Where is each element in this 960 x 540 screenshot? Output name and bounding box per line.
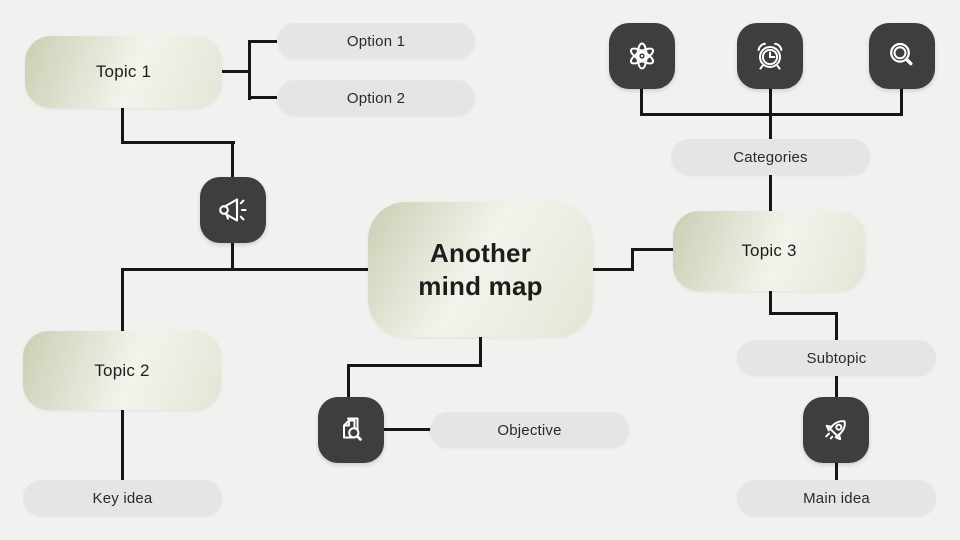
subtopic-label: Subtopic bbox=[806, 349, 867, 367]
connector-line bbox=[383, 428, 431, 431]
connector-line bbox=[347, 364, 482, 367]
megaphone-icon bbox=[219, 198, 247, 222]
objective-label: Objective bbox=[497, 421, 562, 439]
connector-line bbox=[248, 40, 251, 100]
node-central[interactable]: Another mind map bbox=[368, 202, 593, 337]
icon-tile-search[interactable] bbox=[869, 23, 935, 89]
topic-1-label: Topic 1 bbox=[95, 62, 152, 81]
option-1-label: Option 1 bbox=[346, 32, 406, 50]
connector-line bbox=[640, 88, 643, 116]
connector-line bbox=[592, 268, 633, 271]
pill-objective[interactable]: Objective bbox=[430, 412, 629, 448]
rocket-icon bbox=[825, 420, 846, 441]
icon-tile-rocket[interactable] bbox=[803, 397, 869, 463]
connector-line bbox=[231, 242, 234, 271]
connector-line bbox=[900, 88, 903, 116]
connector-line bbox=[121, 268, 369, 271]
icon-tile-atom[interactable] bbox=[609, 23, 675, 89]
categories-label: Categories bbox=[733, 148, 808, 166]
connector-line bbox=[248, 40, 277, 43]
connector-line bbox=[640, 113, 903, 116]
node-topic-2[interactable]: Topic 2 bbox=[23, 331, 221, 410]
central-label: Another mind map bbox=[418, 238, 543, 301]
connector-line bbox=[769, 312, 838, 315]
topic-2-label: Topic 2 bbox=[94, 360, 150, 380]
pill-main-idea[interactable]: Main idea bbox=[737, 480, 936, 516]
connector-line bbox=[121, 107, 124, 144]
search-icon bbox=[890, 42, 913, 66]
connector-line bbox=[121, 141, 235, 144]
atom-icon bbox=[629, 42, 655, 70]
connector-line bbox=[479, 336, 482, 367]
connector-line bbox=[769, 174, 772, 212]
connector-line bbox=[835, 375, 838, 398]
connector-line bbox=[121, 409, 124, 481]
pill-categories[interactable]: Categories bbox=[671, 139, 870, 175]
key-idea-label: Key idea bbox=[92, 489, 153, 507]
connector-line bbox=[835, 312, 838, 341]
pill-option-2[interactable]: Option 2 bbox=[277, 80, 475, 116]
pill-key-idea[interactable]: Key idea bbox=[23, 480, 222, 516]
option-2-label: Option 2 bbox=[346, 89, 406, 107]
icon-tile-alarm[interactable] bbox=[737, 23, 803, 89]
connector-line bbox=[121, 268, 124, 332]
topic-3-label: Topic 3 bbox=[741, 241, 797, 260]
node-topic-1[interactable]: Topic 1 bbox=[25, 36, 222, 108]
connector-line bbox=[222, 70, 251, 73]
connector-line bbox=[248, 96, 277, 99]
main-idea-label: Main idea bbox=[803, 489, 870, 507]
icon-tile-doc-search[interactable] bbox=[318, 397, 384, 463]
node-topic-3[interactable]: Topic 3 bbox=[673, 211, 865, 291]
pill-option-1[interactable]: Option 1 bbox=[277, 23, 475, 59]
alarm-clock-icon bbox=[757, 42, 783, 70]
connector-line bbox=[231, 141, 234, 179]
connector-line bbox=[631, 248, 634, 271]
connector-line bbox=[835, 462, 838, 481]
connector-line bbox=[347, 364, 350, 398]
document-search-icon bbox=[343, 417, 362, 441]
connector-line bbox=[769, 290, 772, 315]
connector-line bbox=[631, 248, 674, 251]
icon-tile-megaphone[interactable] bbox=[200, 177, 266, 243]
pill-subtopic[interactable]: Subtopic bbox=[737, 340, 936, 376]
